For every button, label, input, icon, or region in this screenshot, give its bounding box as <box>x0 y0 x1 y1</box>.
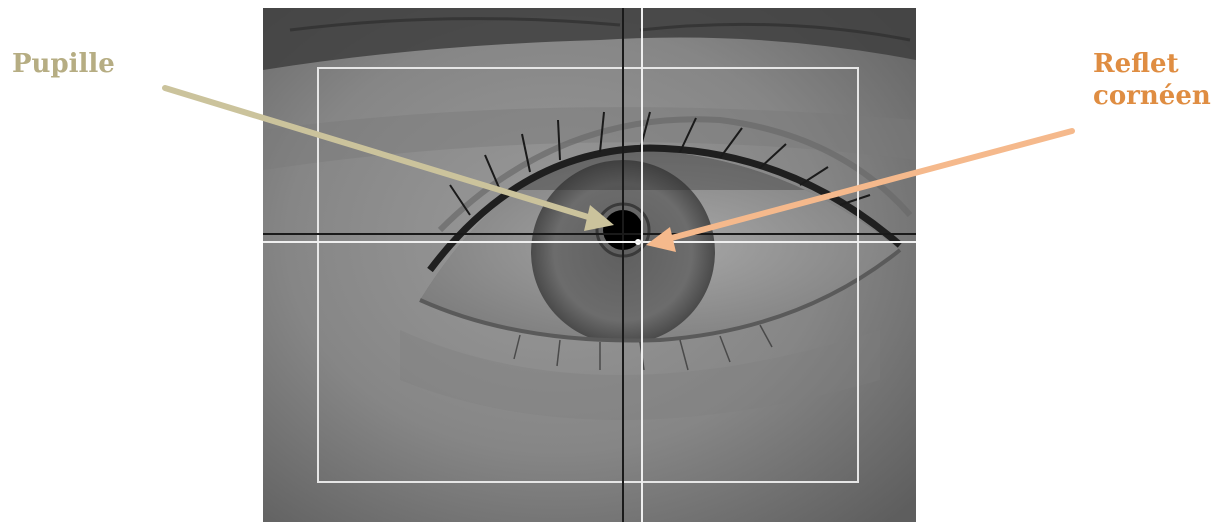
corneal-reflection-label-line2: cornéen <box>1093 80 1211 112</box>
corneal-reflection-label-line1: Reflet <box>1093 48 1211 80</box>
corneal-reflection-label: Reflet cornéen <box>1093 48 1211 112</box>
pupil-label: Pupille <box>12 48 115 80</box>
